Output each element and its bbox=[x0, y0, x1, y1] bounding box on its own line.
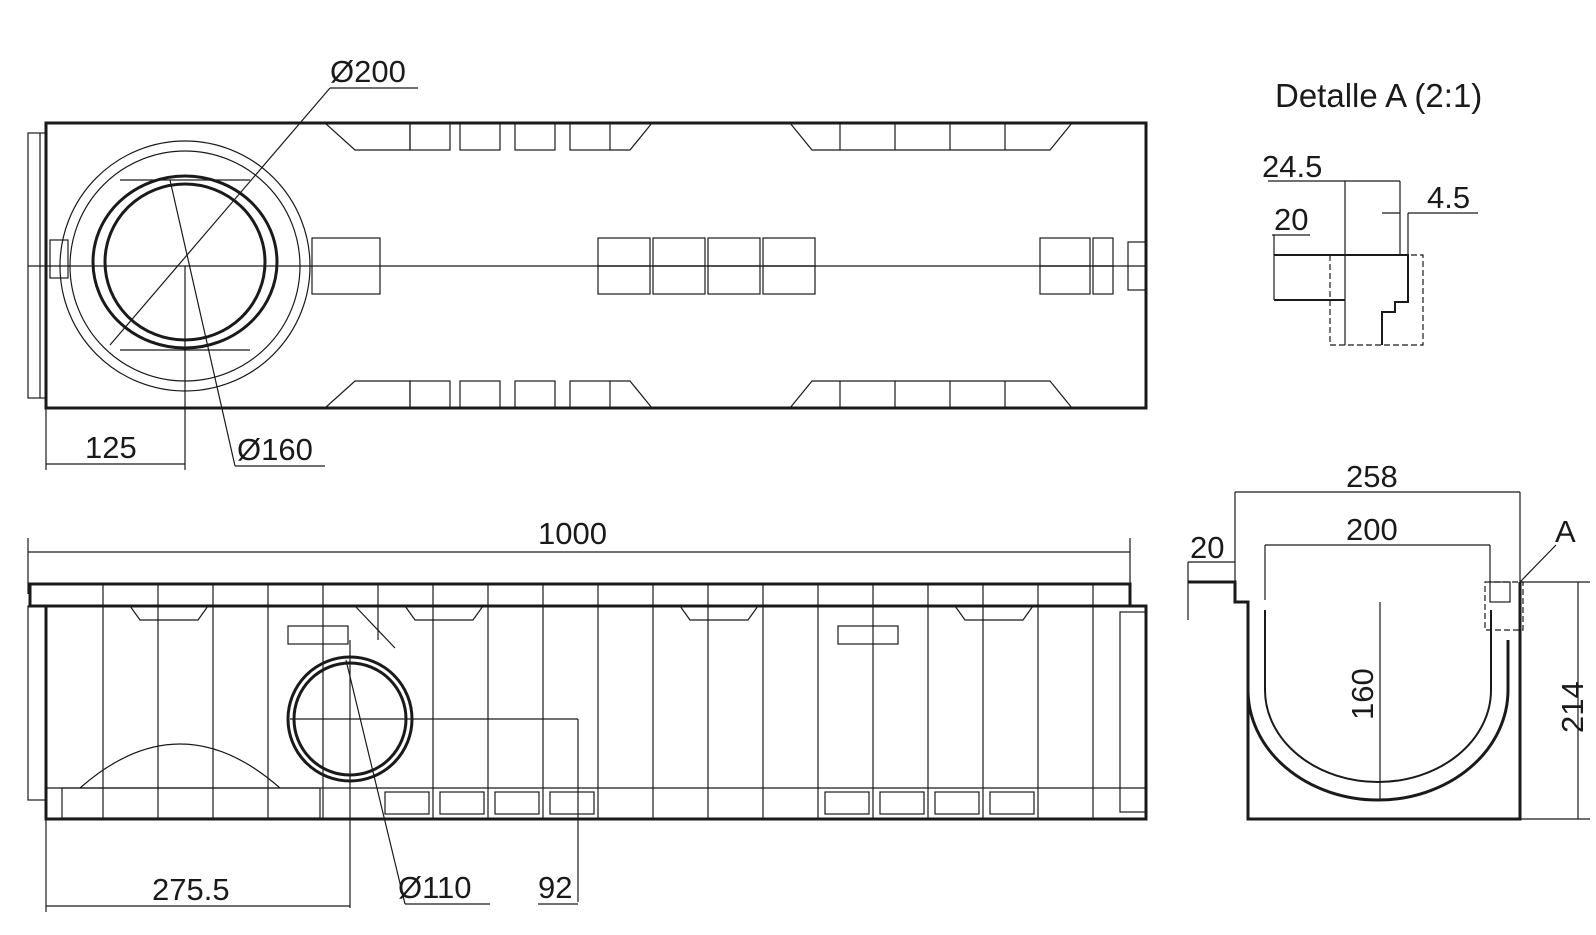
inner-width-label: 200 bbox=[1346, 512, 1398, 547]
outer-diameter-label: Ø200 bbox=[330, 54, 406, 89]
rim-height-label: 20 bbox=[1190, 530, 1224, 565]
detail-marker-label: A bbox=[1555, 514, 1576, 549]
detail-a: Detalle A (2:1) 24.5 4.5 20 bbox=[1262, 77, 1482, 346]
total-height-label: 214 bbox=[1555, 681, 1590, 733]
detail-height-label: 20 bbox=[1274, 202, 1308, 237]
outer-width-label: 258 bbox=[1346, 459, 1398, 494]
inner-depth-label: 160 bbox=[1345, 668, 1380, 720]
outlet-position-label: 275.5 bbox=[152, 872, 230, 907]
detail-wall-label: 4.5 bbox=[1427, 180, 1470, 215]
center-grid bbox=[597, 237, 1147, 295]
side-bottom-slots bbox=[46, 787, 1146, 815]
cross-section: 258 200 20 214 A 160 bbox=[1187, 459, 1590, 821]
outlet-diameter-label: Ø110 bbox=[398, 870, 472, 905]
top-view: Ø200 Ø160 125 bbox=[27, 54, 1148, 470]
outlet-offset-label: 125 bbox=[85, 430, 137, 465]
side-ribs bbox=[102, 584, 1094, 819]
side-view: 1000 bbox=[27, 516, 1148, 912]
top-ribs-lower bbox=[324, 380, 1073, 409]
overall-length-label: 1000 bbox=[538, 516, 607, 551]
detail-overall-label: 24.5 bbox=[1262, 149, 1322, 184]
outlet-height-label: 92 bbox=[538, 870, 572, 905]
inner-diameter-label: Ø160 bbox=[237, 432, 313, 467]
top-ribs-upper bbox=[324, 122, 1073, 151]
detail-title: Detalle A (2:1) bbox=[1275, 77, 1482, 114]
